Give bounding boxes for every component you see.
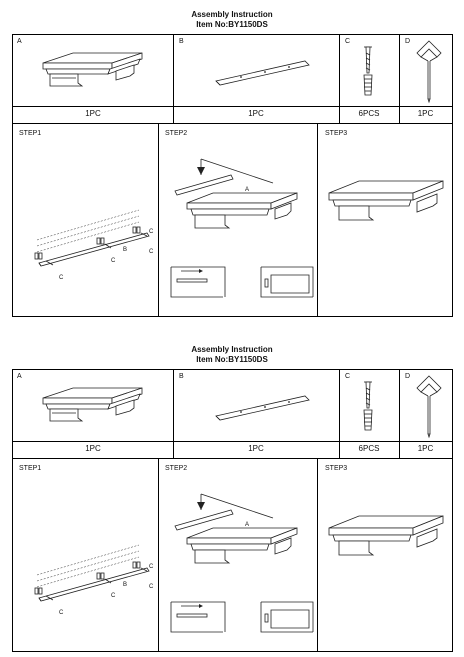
divider — [339, 370, 340, 458]
instruction-sheet-bottom: Assembly Instruction Item No:BY1150DS A … — [0, 335, 464, 655]
sheet-title: Assembly Instruction — [191, 345, 273, 354]
part-qty-c: 6PCS — [358, 109, 380, 118]
callout-a: A — [245, 522, 249, 528]
divider — [317, 123, 318, 316]
step1-label: STEP1 — [19, 465, 42, 472]
callout-c: C — [111, 593, 116, 599]
step3-diagram — [328, 515, 444, 556]
step1-diagram: C C B C C — [34, 544, 154, 616]
part-qty-b: 1PC — [248, 109, 264, 118]
step2-diagram: A — [170, 493, 314, 633]
detail-inset-right — [260, 601, 314, 633]
anchor-mark — [34, 561, 141, 595]
step3-diagram — [328, 180, 444, 221]
divider — [399, 35, 400, 123]
part-label-d: D — [405, 373, 411, 380]
divider — [317, 458, 318, 651]
step1-diagram: C C B C C — [34, 209, 154, 281]
divider — [158, 458, 159, 651]
divider — [339, 35, 340, 123]
shelf-icon — [42, 52, 143, 87]
step2-diagram: A — [170, 158, 314, 298]
step1-label: STEP1 — [19, 130, 42, 137]
instruction-sheet-top: Assembly Instruction Item No:BY1150DS A … — [0, 0, 464, 320]
hex-key-icon — [416, 40, 442, 104]
callout-b: B — [123, 582, 127, 588]
part-qty-d: 1PC — [417, 444, 434, 453]
divider — [173, 35, 174, 123]
part-label-d: D — [405, 38, 411, 45]
part-label-b: B — [179, 38, 184, 45]
callout-c: C — [149, 584, 154, 590]
detail-inset-left — [170, 266, 226, 298]
item-number: Item No:BY1150DS — [196, 355, 268, 364]
part-qty-a: 1PC — [85, 109, 101, 118]
callout-c: C — [149, 564, 154, 570]
screw-anchor-icon — [363, 381, 373, 431]
shelf-icon — [42, 387, 143, 422]
divider — [158, 123, 159, 316]
bracket-bar-icon — [215, 60, 310, 86]
instruction-frame: A B C D 1PC 1PC 6PCS 1PC STEP1 STEP2 STE… — [12, 34, 453, 317]
part-qty-b: 1PC — [248, 444, 264, 453]
bracket-bar-icon — [215, 395, 310, 421]
callout-c: C — [59, 275, 64, 281]
sheet-title: Assembly Instruction — [191, 10, 273, 19]
divider — [13, 458, 452, 459]
divider — [13, 123, 452, 124]
callout-b: B — [123, 247, 127, 253]
callout-c: C — [149, 229, 154, 235]
step2-label: STEP2 — [165, 465, 188, 472]
part-qty-d: 1PC — [417, 109, 434, 118]
part-label-c: C — [345, 38, 351, 45]
part-label-b: B — [179, 373, 184, 380]
part-qty-c: 6PCS — [358, 444, 380, 453]
part-label-a: A — [17, 38, 22, 45]
callout-c: C — [149, 249, 154, 255]
detail-inset-right — [260, 266, 314, 298]
callout-c: C — [59, 610, 64, 616]
hex-key-icon — [416, 375, 442, 439]
detail-inset-left — [170, 601, 226, 633]
screw-anchor-icon — [363, 46, 373, 96]
callout-a: A — [245, 187, 249, 193]
step3-label: STEP3 — [325, 130, 348, 137]
divider — [173, 370, 174, 458]
divider — [13, 441, 452, 442]
anchor-mark — [34, 226, 141, 260]
part-qty-a: 1PC — [85, 444, 101, 453]
divider — [13, 106, 452, 107]
callout-c: C — [111, 258, 116, 264]
divider — [399, 370, 400, 458]
step2-label: STEP2 — [165, 130, 188, 137]
item-number: Item No:BY1150DS — [196, 20, 268, 29]
step3-label: STEP3 — [325, 465, 348, 472]
part-label-c: C — [345, 373, 351, 380]
part-label-a: A — [17, 373, 22, 380]
instruction-frame: A B C D 1PC 1PC 6PCS 1PC STEP1 STEP2 STE… — [12, 369, 453, 652]
